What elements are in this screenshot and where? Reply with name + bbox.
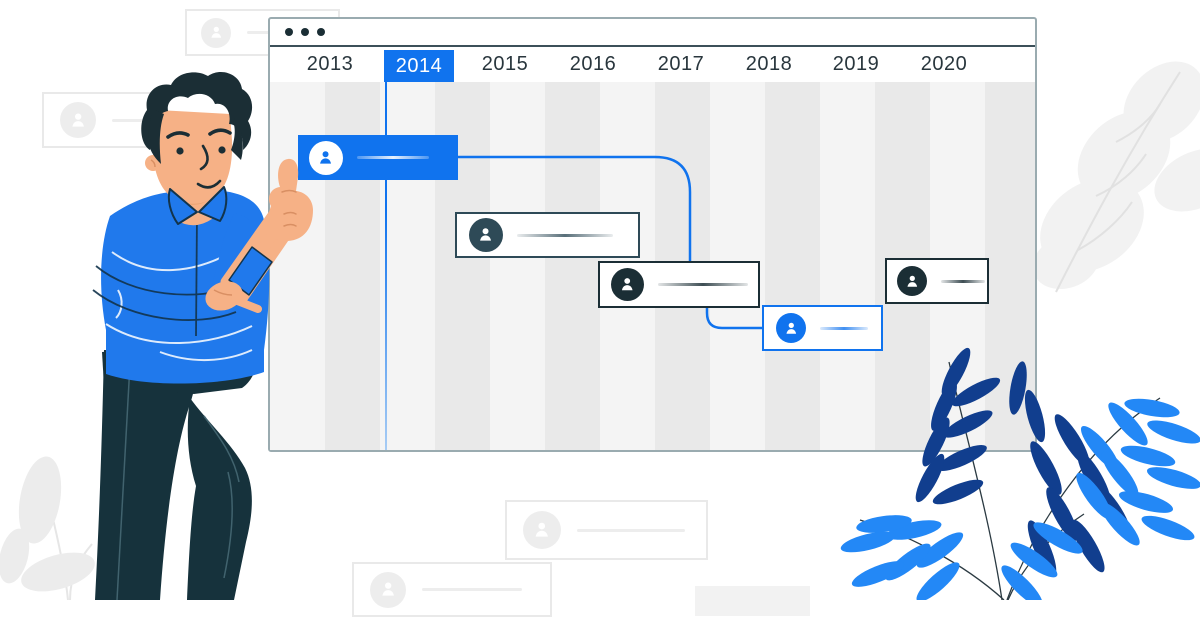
timeline-card[interactable] — [455, 212, 640, 258]
person-avatar — [523, 511, 561, 549]
year-tabs-row: 2013 2014 2015 2016 2017 2018 2019 2020 — [270, 47, 1035, 82]
nose — [199, 144, 209, 171]
person-avatar — [201, 17, 231, 48]
collar — [167, 188, 198, 225]
sleeve-cuff — [228, 246, 273, 296]
tab-2014-selected[interactable]: 2014 — [384, 50, 454, 82]
person-avatar — [469, 218, 503, 252]
browser-window: 2013 2014 2015 2016 2017 2018 2019 2020 — [268, 17, 1037, 452]
leaf-decoration-top-right — [1032, 61, 1200, 290]
plant-decoration-bottom-left — [0, 456, 95, 600]
person-icon — [622, 278, 633, 291]
tab-2015[interactable]: 2015 — [481, 53, 529, 75]
tab-2017[interactable]: 2017 — [657, 53, 705, 75]
placeholder-text-line — [658, 283, 748, 286]
person-avatar — [776, 313, 806, 343]
timeline-card[interactable] — [885, 258, 989, 304]
eye — [176, 147, 184, 155]
person-avatar — [60, 102, 96, 138]
placeholder-text-line — [422, 588, 522, 591]
smile — [196, 179, 222, 189]
person-avatar — [897, 266, 927, 296]
person-icon — [320, 151, 332, 164]
person-icon — [535, 522, 549, 537]
timeline-card-highlighted[interactable] — [762, 305, 883, 351]
person-icon — [382, 582, 394, 597]
placeholder-text-line — [517, 233, 613, 237]
leaf-veins — [1055, 71, 1181, 293]
tab-2019[interactable]: 2019 — [832, 53, 880, 75]
shirt — [101, 190, 270, 384]
shirt-fold-lines — [92, 213, 239, 337]
ghost-card — [505, 500, 708, 560]
person-icon — [211, 26, 221, 38]
window-control-dot[interactable] — [317, 28, 325, 36]
shirt-pattern-lines — [105, 235, 254, 361]
pants-seams — [116, 363, 240, 600]
tab-2016[interactable]: 2016 — [569, 53, 617, 75]
timeline-card-selected[interactable] — [298, 135, 458, 180]
person-avatar — [309, 140, 343, 175]
illustration-canvas: { "window": { "controls": {"dots": 3}, "… — [0, 9, 1200, 617]
ghost-card — [42, 92, 240, 148]
person-icon — [786, 322, 796, 334]
browser-topbar — [270, 19, 1035, 47]
ghost-card-corner — [695, 586, 810, 616]
window-control-dot[interactable] — [301, 28, 309, 36]
timeline-chart-area — [270, 82, 1035, 450]
ghost-card — [352, 562, 552, 617]
tab-2013[interactable]: 2013 — [306, 53, 354, 75]
collar — [198, 186, 228, 222]
timeline-card[interactable] — [598, 261, 760, 308]
tab-2020[interactable]: 2020 — [920, 53, 968, 75]
ear — [145, 155, 161, 171]
tab-2018[interactable]: 2018 — [745, 53, 793, 75]
connector-card3-card4 — [705, 308, 762, 330]
selected-year-marker-line — [385, 82, 387, 450]
placeholder-text-line — [357, 156, 429, 159]
person-icon — [480, 228, 492, 242]
connector-card1-card3 — [458, 155, 692, 261]
person-avatar — [611, 268, 644, 301]
connector-lines — [458, 155, 762, 330]
person-icon — [72, 113, 84, 127]
placeholder-text-line — [577, 528, 685, 532]
window-control-dot[interactable] — [285, 28, 293, 36]
placeholder-text-line — [941, 279, 985, 283]
person-icon — [907, 275, 917, 287]
sleeve — [212, 213, 262, 300]
placeholder-text-line — [112, 118, 217, 122]
placeholder-text-line — [820, 326, 868, 330]
person-avatar — [370, 571, 406, 608]
gripping-hand — [205, 281, 243, 311]
